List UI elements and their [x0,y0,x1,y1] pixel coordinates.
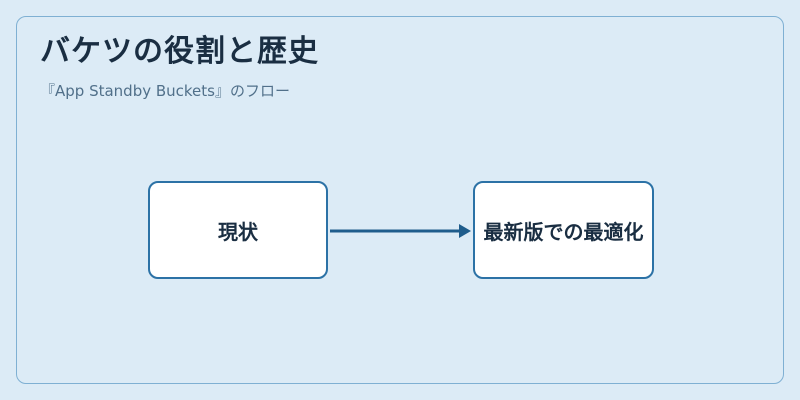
flow-node-current-state: 現状 [148,181,328,279]
flow-node-optimized: 最新版での最適化 [473,181,654,279]
diagram-subtitle: 『App Standby Buckets』のフロー [40,82,290,100]
flow-node-label: 最新版での最適化 [483,219,644,244]
flow-node-label: 現状 [218,219,258,244]
diagram-title: バケツの役割と歴史 [40,34,319,69]
diagram-frame [16,16,784,384]
